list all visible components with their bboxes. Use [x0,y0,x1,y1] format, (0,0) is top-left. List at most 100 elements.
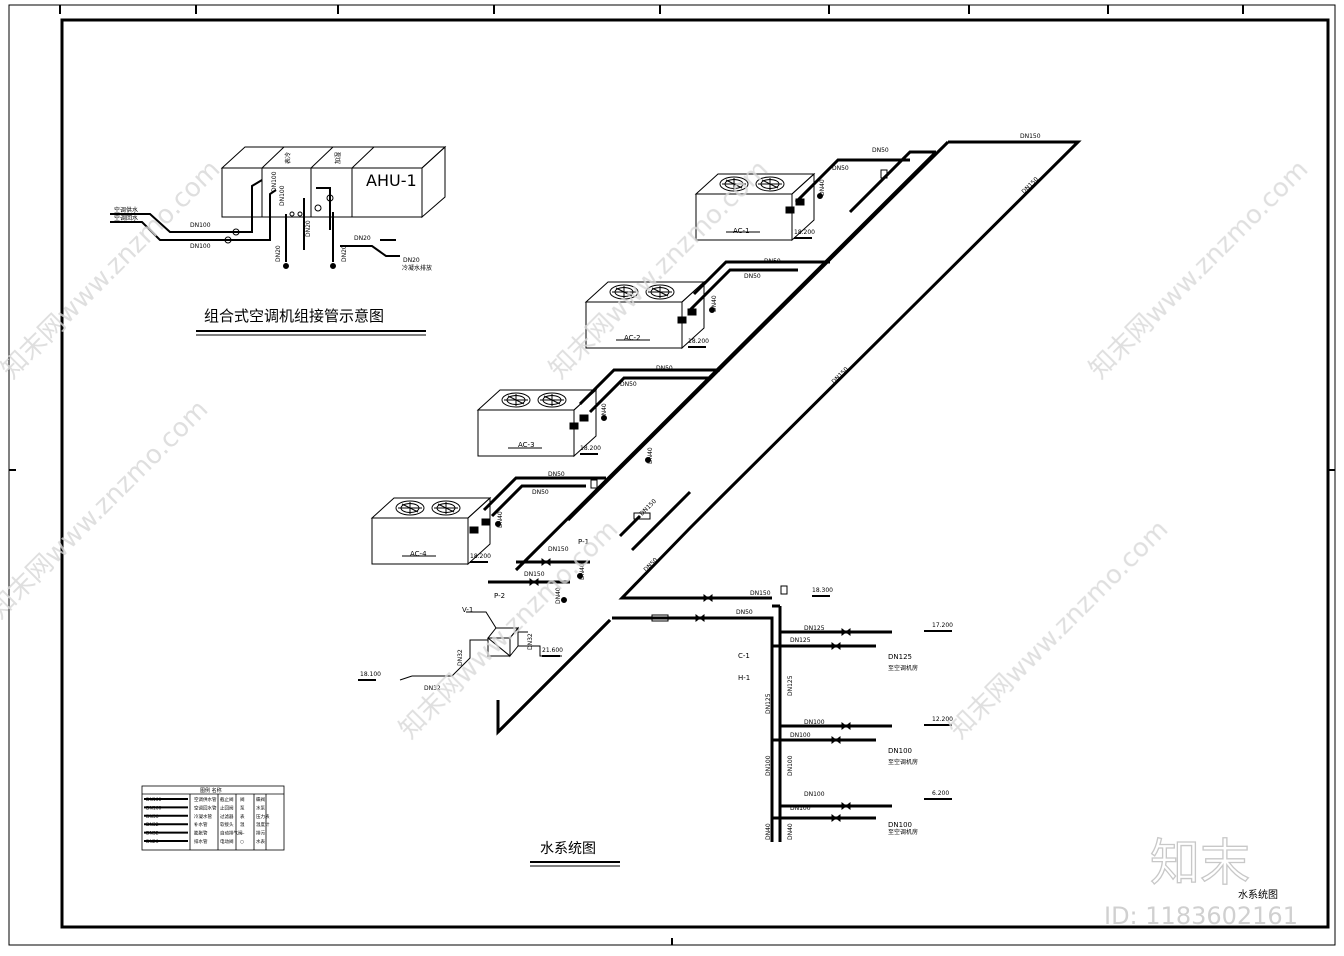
legend-cell: 止回阀 [220,804,234,811]
svg-text:DN40: DN40 [601,403,608,420]
unit-label-ac3: AC-3 [518,441,535,449]
legend-title: 图例 名称 [200,787,222,794]
legend-cell: 表 [240,813,245,820]
svg-text:DN40: DN40 [765,823,772,840]
svg-text:DN40: DN40 [819,179,826,196]
svg-text:DN150: DN150 [548,546,569,553]
legend-cell: 截止阀 [220,796,234,803]
svg-text:冷凝水排放: 冷凝水排放 [402,264,432,272]
svg-text:DN125: DN125 [888,653,912,661]
legend-table [141,785,285,851]
svg-text:DN20: DN20 [403,257,420,264]
svg-text:空调回水: 空调回水 [114,214,138,222]
ahu-title-underline [196,330,426,336]
unit-label-ac4: AC-4 [410,550,427,558]
svg-text:12.200: 12.200 [932,716,953,723]
svg-text:DN125: DN125 [790,637,811,644]
svg-text:DN50: DN50 [642,556,659,573]
svg-text:DN50: DN50 [744,273,761,280]
valve-icon [795,198,805,206]
drain-point-icon [601,415,607,421]
valve-icon [785,206,795,214]
svg-text:DN20: DN20 [341,245,348,262]
filter-icon [633,512,651,520]
gate-valve-icon [841,722,851,730]
pump-label-p2: P-2 [494,592,505,600]
legend-cell: ○ [240,840,244,845]
fan-icon [537,392,567,408]
valve-icon [579,414,589,422]
unit-label-ac2: AC-2 [624,334,641,342]
fan-icon [719,176,749,192]
svg-text:DN100: DN100 [190,222,211,229]
svg-text:DN40: DN40 [579,563,586,580]
svg-text:17.200: 17.200 [932,622,953,629]
svg-text:DN40: DN40 [711,295,718,312]
watermark-text: 知末网www.znzmo.com [0,394,214,625]
label-h1: H-1 [738,674,750,682]
svg-text:18.300: 18.300 [812,587,833,594]
legend-cell: 空调供水管 [194,796,217,803]
legend-cell: 自动排气阀 [220,830,243,837]
svg-text:DN150: DN150 [1020,176,1040,196]
svg-text:DN150: DN150 [830,366,850,386]
legend-cell: 排水管 [194,838,208,845]
valve-icon [469,526,479,534]
gate-valve-icon [841,628,851,636]
main-pipe-loops [482,140,1082,842]
gate-valve-icon [831,642,841,650]
drain-point-icon [709,307,715,313]
svg-text:DN100: DN100 [888,821,912,829]
svg-text:6.200: 6.200 [932,790,949,797]
drain-point-icon [577,573,583,579]
gate-valve-icon [703,594,713,602]
legend-cell: 排污 [256,830,265,837]
svg-text:DN32: DN32 [457,649,464,666]
svg-text:DN100: DN100 [765,755,772,776]
svg-text:DN125: DN125 [765,693,772,714]
legend-cell: 电动阀 [220,838,234,845]
fan-icon [755,176,785,192]
svg-text:表冷: 表冷 [284,152,292,164]
svg-text:DN32: DN32 [527,633,534,650]
drain-point-icon [495,521,501,527]
legend-cell: 软接头 [220,821,234,828]
svg-text:DN100: DN100 [279,185,286,206]
air-vent-icon [780,585,788,595]
ac-unit-box [370,496,492,566]
drain-point-icon [561,597,567,603]
svg-text:DN100: DN100 [790,732,811,739]
svg-text:DN20: DN20 [354,235,371,242]
svg-text:18.200: 18.200 [580,445,601,452]
water-system-title: 水系统图 [540,841,596,857]
legend-cell: 温度计 [256,821,270,828]
legend-cell: 蝶阀 [256,796,265,803]
elevation-marks [358,237,952,800]
air-vent-icon [590,479,598,489]
svg-text:DN40: DN40 [555,587,562,604]
svg-text:DN50: DN50 [736,609,753,616]
svg-text:DN150: DN150 [1020,133,1041,140]
svg-text:18.200: 18.200 [688,338,709,345]
svg-text:空调供水: 空调供水 [114,206,138,214]
valve-icon [481,518,491,526]
unit-label-ac1: AC-1 [733,227,750,235]
gate-valve-icon [695,614,705,622]
svg-text:DN100: DN100 [804,791,825,798]
legend-cell: 冷凝水管 [194,813,212,820]
svg-text:DN50: DN50 [872,147,889,154]
ahu-connection-diagram [110,145,447,269]
fan-icon [609,284,639,300]
svg-text:DN40: DN40 [497,511,504,528]
drain-point-icon [817,193,823,199]
svg-text:DN40: DN40 [647,447,654,464]
valve-icon [569,422,579,430]
svg-text:至空调机房: 至空调机房 [888,758,918,766]
fan-icon [645,284,675,300]
gate-valve-icon [541,558,551,566]
svg-text:DN100: DN100 [271,171,278,192]
svg-text:DN20: DN20 [275,245,282,262]
watermark-id: ID: 1183602161 [1104,902,1298,930]
elevation-labels: 18.200 18.200 18.200 18.200 18.300 21.60… [360,229,953,797]
